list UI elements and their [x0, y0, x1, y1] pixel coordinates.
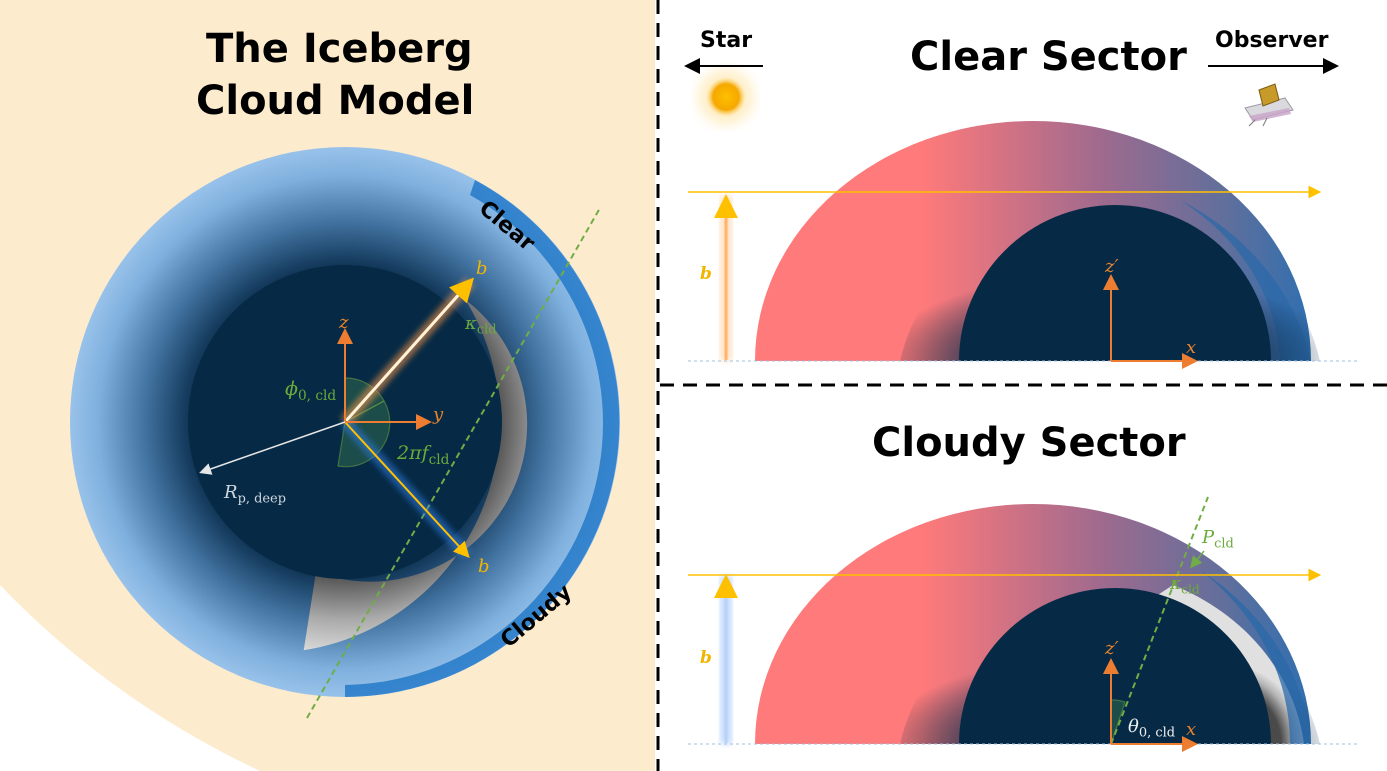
kappa-symbol: κ	[465, 313, 477, 334]
cloudy-sector-title: Cloudy Sector	[872, 420, 1186, 466]
two-pi-f-subscript: cld	[428, 451, 450, 468]
theta-label: θ0, cld	[1128, 716, 1175, 741]
clear-ray	[343, 277, 474, 423]
radius-subscript: p, deep	[237, 491, 287, 507]
b-label-lower: b	[478, 556, 490, 577]
phi-symbol: ϕ	[285, 378, 298, 400]
left-title-line2: Cloud Model	[196, 78, 475, 124]
clear-sector-title: Clear Sector	[910, 34, 1187, 80]
phi-subscript: 0, cld	[297, 387, 337, 404]
z-axis-label: z	[339, 312, 349, 333]
y-axis-label: y	[433, 404, 444, 425]
two-pi-f-symbol: 2πf	[397, 442, 429, 464]
cloudy-sector-planet	[755, 504, 1320, 744]
observer-label: Observer	[1215, 28, 1329, 53]
b-label-bottom: b	[700, 648, 712, 668]
two-pi-f-label: 2πfcld	[397, 442, 449, 468]
pressure-pointer	[1190, 550, 1205, 569]
kappa-symbol-bottom: κ	[1170, 574, 1182, 594]
pressure-symbol: P	[1202, 527, 1215, 548]
sector-boundary-line-bottom	[1110, 496, 1209, 745]
star-icon	[706, 77, 746, 117]
theta-symbol: θ	[1128, 716, 1139, 737]
radius-arrow	[199, 421, 346, 475]
x-label-bottom: x	[1186, 719, 1197, 740]
pressure-subscript: cld	[1214, 536, 1234, 552]
atmosphere-outer-rim	[1200, 570, 1311, 744]
kappa-subscript: cld	[476, 322, 497, 338]
z-prime-label-top: z′	[1105, 256, 1119, 277]
sector-boundary-line	[306, 207, 601, 719]
cloud-band	[303, 299, 528, 651]
b-label-top: b	[700, 264, 712, 284]
x-label-top: x	[1186, 337, 1197, 358]
clear-sector-planet	[755, 121, 1320, 361]
left-title-line1: The Iceberg	[206, 26, 473, 72]
radius-symbol: R	[224, 482, 238, 503]
b-label-upper: b	[476, 258, 488, 279]
star-label: Star	[700, 28, 753, 53]
telescope-icon	[1244, 83, 1294, 127]
radius-label: Rp, deep	[224, 482, 286, 507]
theta-subscript: 0, cld	[1138, 725, 1176, 741]
pressure-label: Pcld	[1202, 527, 1234, 552]
kappa-label-bottom: κcld	[1170, 574, 1200, 596]
phi-label: ϕ0, cld	[285, 378, 336, 404]
z-prime-label-bottom: z′	[1105, 638, 1119, 659]
cloudy-ray	[344, 421, 470, 558]
kappa-subscript-bottom: cld	[1181, 582, 1200, 597]
kappa-label: κcld	[465, 313, 497, 338]
